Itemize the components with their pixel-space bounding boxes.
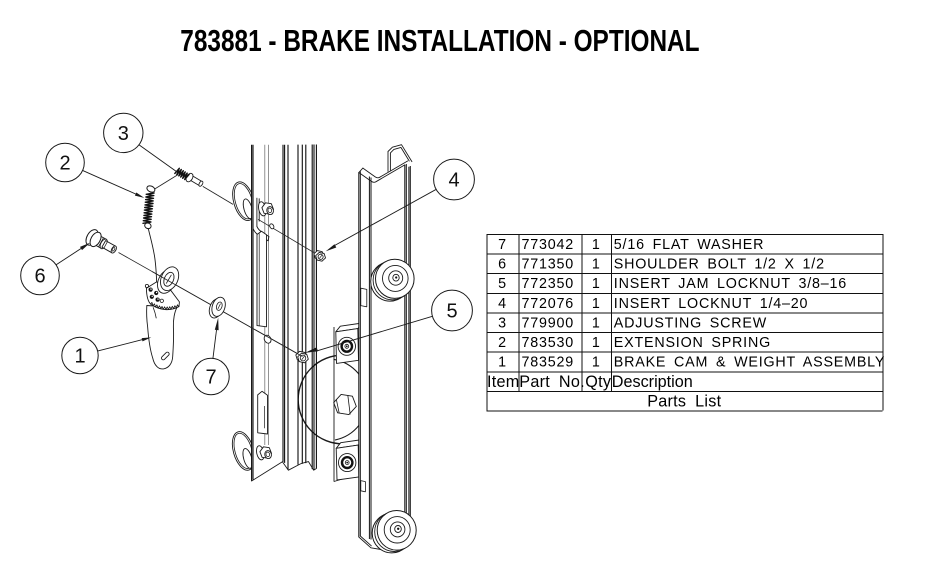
svg-text:5: 5 — [446, 301, 457, 323]
svg-text:BRAKE CAM & WEIGHT ASSEMBLY: BRAKE CAM & WEIGHT ASSEMBLY — [614, 355, 885, 371]
svg-text:773042: 773042 — [522, 237, 575, 253]
svg-text:779900: 779900 — [522, 315, 575, 331]
svg-text:Qty: Qty — [585, 373, 612, 391]
svg-text:Parts List: Parts List — [647, 393, 721, 411]
svg-text:SHOULDER BOLT 1/2 X 1/2: SHOULDER BOLT 1/2 X 1/2 — [614, 257, 825, 273]
svg-text:6: 6 — [34, 266, 45, 288]
svg-text:4: 4 — [448, 170, 459, 192]
svg-text:Description: Description — [612, 373, 693, 391]
svg-text:EXTENSION SPRING: EXTENSION SPRING — [614, 335, 771, 351]
svg-text:6: 6 — [498, 257, 507, 273]
svg-text:3: 3 — [118, 123, 129, 145]
svg-text:4: 4 — [498, 296, 507, 312]
svg-text:783529: 783529 — [522, 355, 575, 371]
svg-text:783530: 783530 — [522, 335, 575, 351]
svg-text:5: 5 — [498, 276, 507, 292]
svg-text:7: 7 — [205, 367, 216, 389]
svg-text:ADJUSTING SCREW: ADJUSTING SCREW — [614, 315, 767, 331]
svg-text:2: 2 — [498, 335, 507, 351]
svg-text:Part No.: Part No. — [519, 373, 585, 391]
svg-text:1: 1 — [592, 276, 601, 292]
svg-text:1: 1 — [592, 355, 601, 371]
svg-text:1: 1 — [592, 335, 601, 351]
svg-text:772350: 772350 — [522, 276, 575, 292]
svg-text:771350: 771350 — [522, 257, 575, 273]
svg-text:1: 1 — [74, 346, 85, 368]
svg-text:2: 2 — [59, 153, 70, 175]
svg-text:1: 1 — [592, 315, 601, 331]
svg-text:772076: 772076 — [522, 296, 575, 312]
svg-text:Item: Item — [487, 373, 519, 391]
svg-text:3: 3 — [498, 315, 507, 331]
svg-text:5/16 FLAT WASHER: 5/16 FLAT WASHER — [614, 237, 764, 253]
svg-text:INSERT LOCKNUT 1/4–20: INSERT LOCKNUT 1/4–20 — [614, 296, 808, 312]
svg-text:INSERT JAM LOCKNUT 3/8–16: INSERT JAM LOCKNUT 3/8–16 — [614, 276, 847, 292]
svg-text:783881 - BRAKE INSTALLATION -: 783881 - BRAKE INSTALLATION - OPTIONAL — [180, 23, 699, 57]
svg-text:7: 7 — [498, 237, 507, 253]
svg-text:1: 1 — [592, 237, 601, 253]
svg-text:1: 1 — [592, 296, 601, 312]
svg-text:1: 1 — [498, 355, 507, 371]
svg-text:1: 1 — [592, 257, 601, 273]
